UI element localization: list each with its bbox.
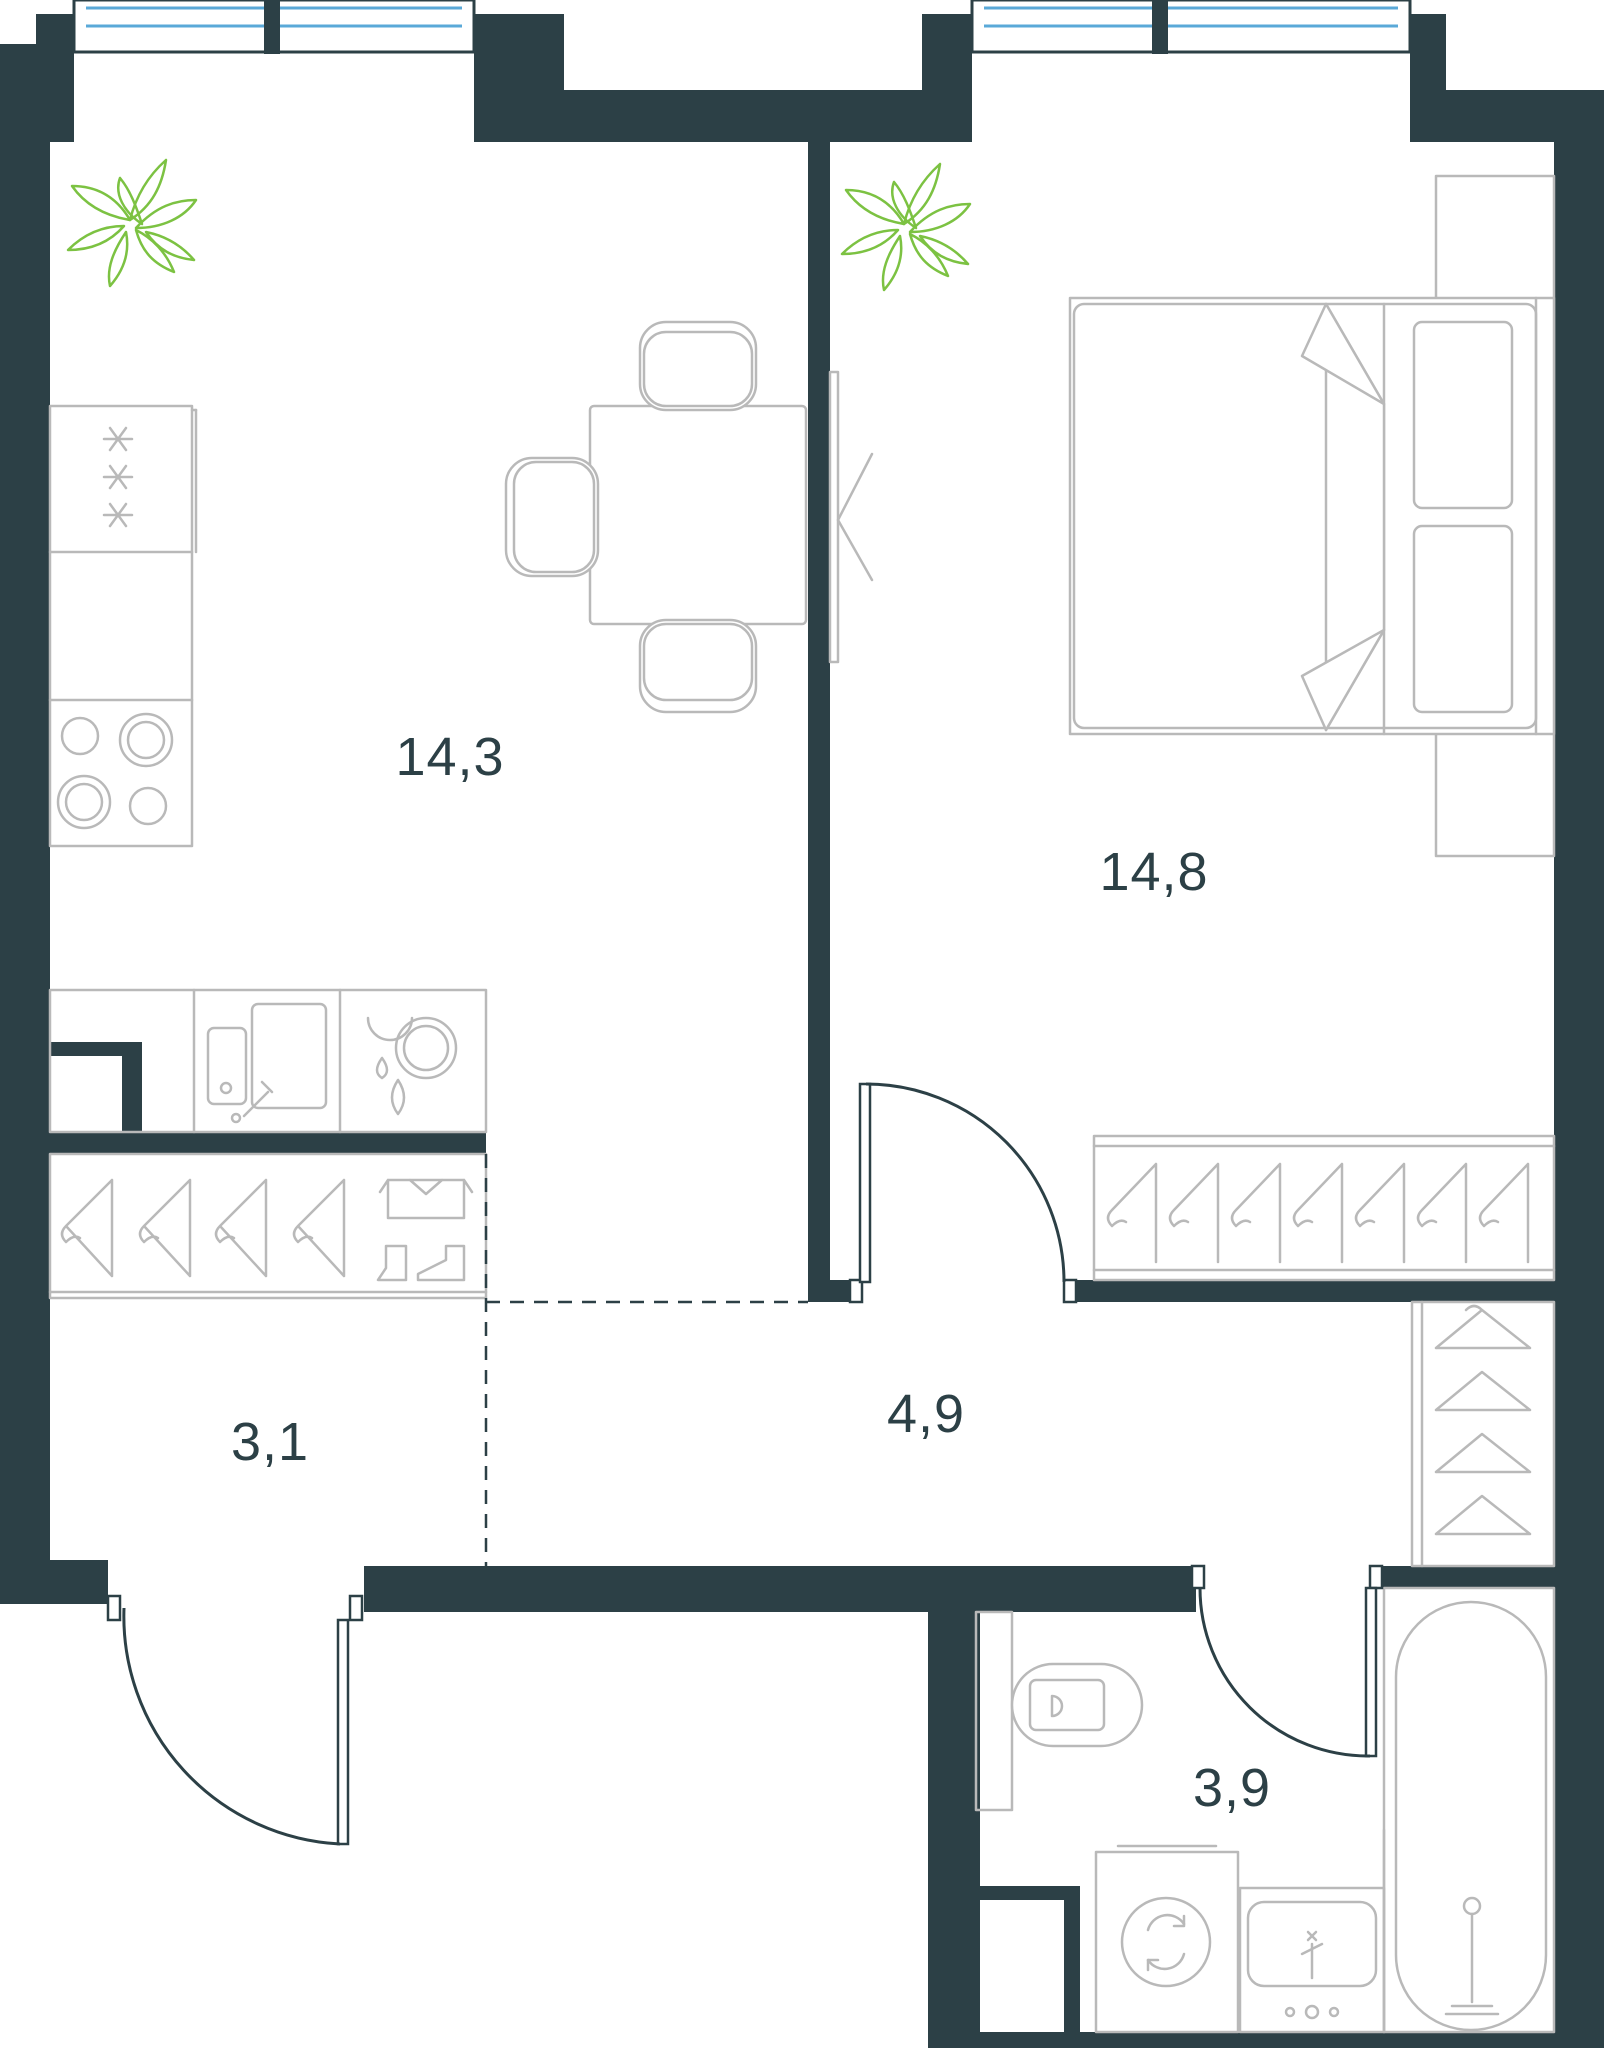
entrance-door[interactable] <box>106 1594 364 1846</box>
room-area-bathroom: 3,9 <box>1193 1758 1271 1818</box>
wardrobe-entrance <box>48 1152 488 1300</box>
fridge-icon <box>102 426 134 528</box>
dishwasher-icon <box>366 1016 458 1116</box>
wardrobe-hall <box>1410 1300 1556 1568</box>
bathtub-icon <box>1382 1586 1556 2034</box>
plant-icon <box>840 162 972 292</box>
table-icon <box>588 404 808 626</box>
shoe-icon <box>376 1244 466 1282</box>
hanger-icon <box>60 1178 346 1278</box>
window-kitchen <box>72 0 476 54</box>
shirt-icon <box>378 1178 474 1220</box>
kitchen-counter <box>48 404 488 1134</box>
sink-icon <box>1238 1886 1386 2034</box>
chair-icon <box>504 320 758 714</box>
hob-icon <box>56 712 174 830</box>
bedroom-door[interactable] <box>848 1082 1078 1304</box>
hanger-icon <box>1434 1304 1532 1536</box>
room-area-kitchen: 14,3 <box>395 727 504 787</box>
room-area-bedroom: 14,8 <box>1099 842 1208 902</box>
window-bedroom <box>970 0 1412 54</box>
walls <box>0 14 1604 2048</box>
bed-icon <box>1068 174 1556 858</box>
bedroom-door-leaf <box>828 370 874 664</box>
hanger-icon <box>1106 1162 1530 1264</box>
bathroom-door[interactable] <box>1190 1564 1384 1758</box>
toilet-icon <box>974 1610 1144 1812</box>
wardrobe-bedroom <box>1092 1134 1556 1282</box>
plant-icon <box>66 158 198 288</box>
sink-icon <box>206 1002 328 1124</box>
washer-icon <box>1094 1844 1240 2034</box>
room-area-entrance: 3,1 <box>231 1412 309 1472</box>
room-area-hallway: 4,9 <box>887 1384 965 1444</box>
